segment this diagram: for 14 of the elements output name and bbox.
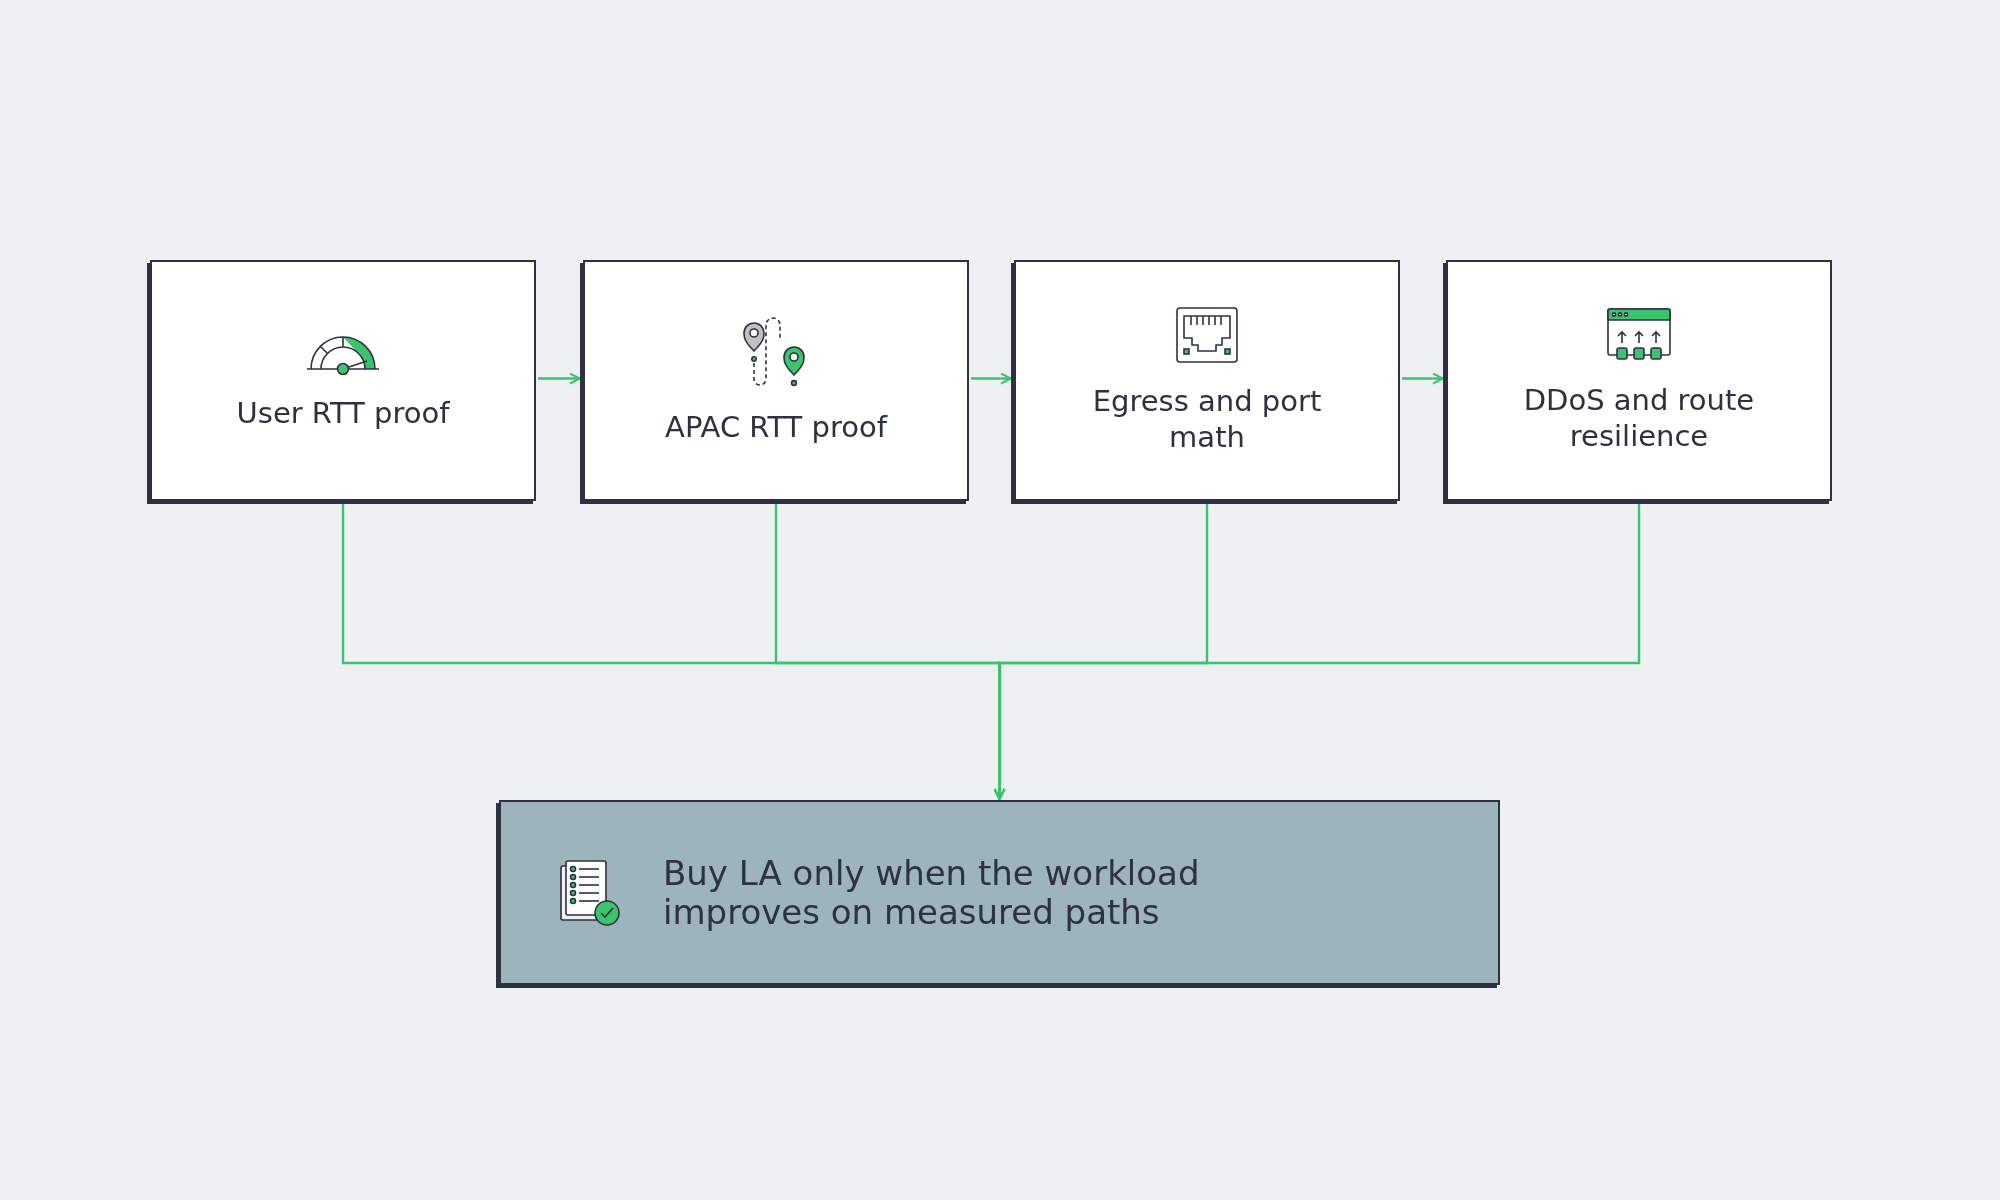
conclusion-box: [499, 800, 1500, 985]
conclusion-text: Buy LA only when the workload improves on measured paths: [663, 853, 1201, 932]
step-box: [1446, 260, 1832, 501]
step-box: [1014, 260, 1400, 501]
step-box: [583, 260, 969, 501]
step-label: Egress and port math: [1091, 382, 1323, 455]
arrow: [538, 372, 581, 385]
step-label: User RTT proof: [236, 394, 450, 431]
step-box: [150, 260, 536, 501]
arrow: [993, 503, 1641, 800]
arrow: [971, 372, 1012, 385]
arrow: [1402, 372, 1444, 385]
step-label: APAC RTT proof: [665, 408, 887, 445]
step-label: DDoS and route resilience: [1522, 381, 1756, 454]
